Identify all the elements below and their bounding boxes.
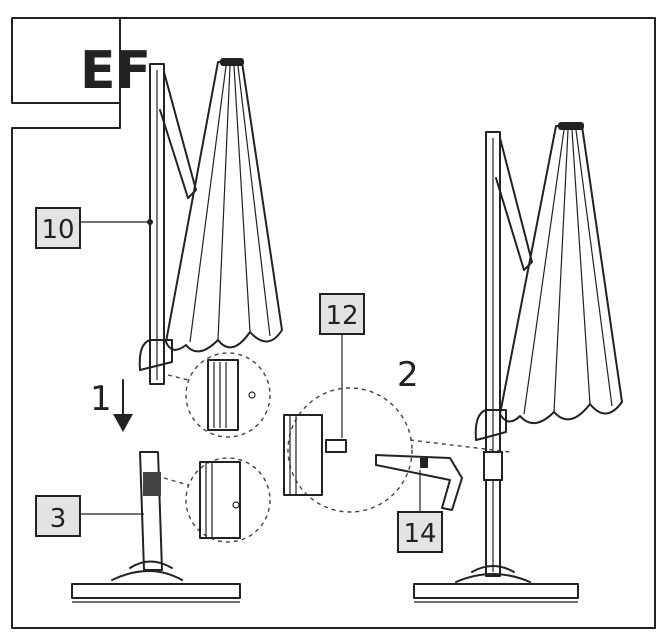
step-1-label: 1 [90,379,112,419]
callout-14: 14 [397,470,443,553]
section-tag-box [11,17,121,104]
wrench-part [375,454,463,511]
callout-12-label: 12 [325,301,358,331]
callout-14-label: 14 [403,519,436,549]
left-base-assembly [71,451,241,603]
callout-3: 3 [35,495,144,537]
detail-circle-bolt [283,387,511,513]
diagram-frame [11,17,656,629]
callout-3-label: 3 [50,504,67,534]
callout-12: 12 [319,293,365,438]
down-arrow-icon [113,379,133,432]
right-umbrella [413,122,623,603]
detail-circle-pole-top [167,352,271,438]
section-tag: EF [80,41,151,101]
left-umbrella [138,58,283,385]
step-2-label: 2 [397,355,419,395]
detail-circle-pole-join [163,457,271,543]
callout-10: 10 [35,207,153,249]
callout-10-label: 10 [41,215,74,245]
